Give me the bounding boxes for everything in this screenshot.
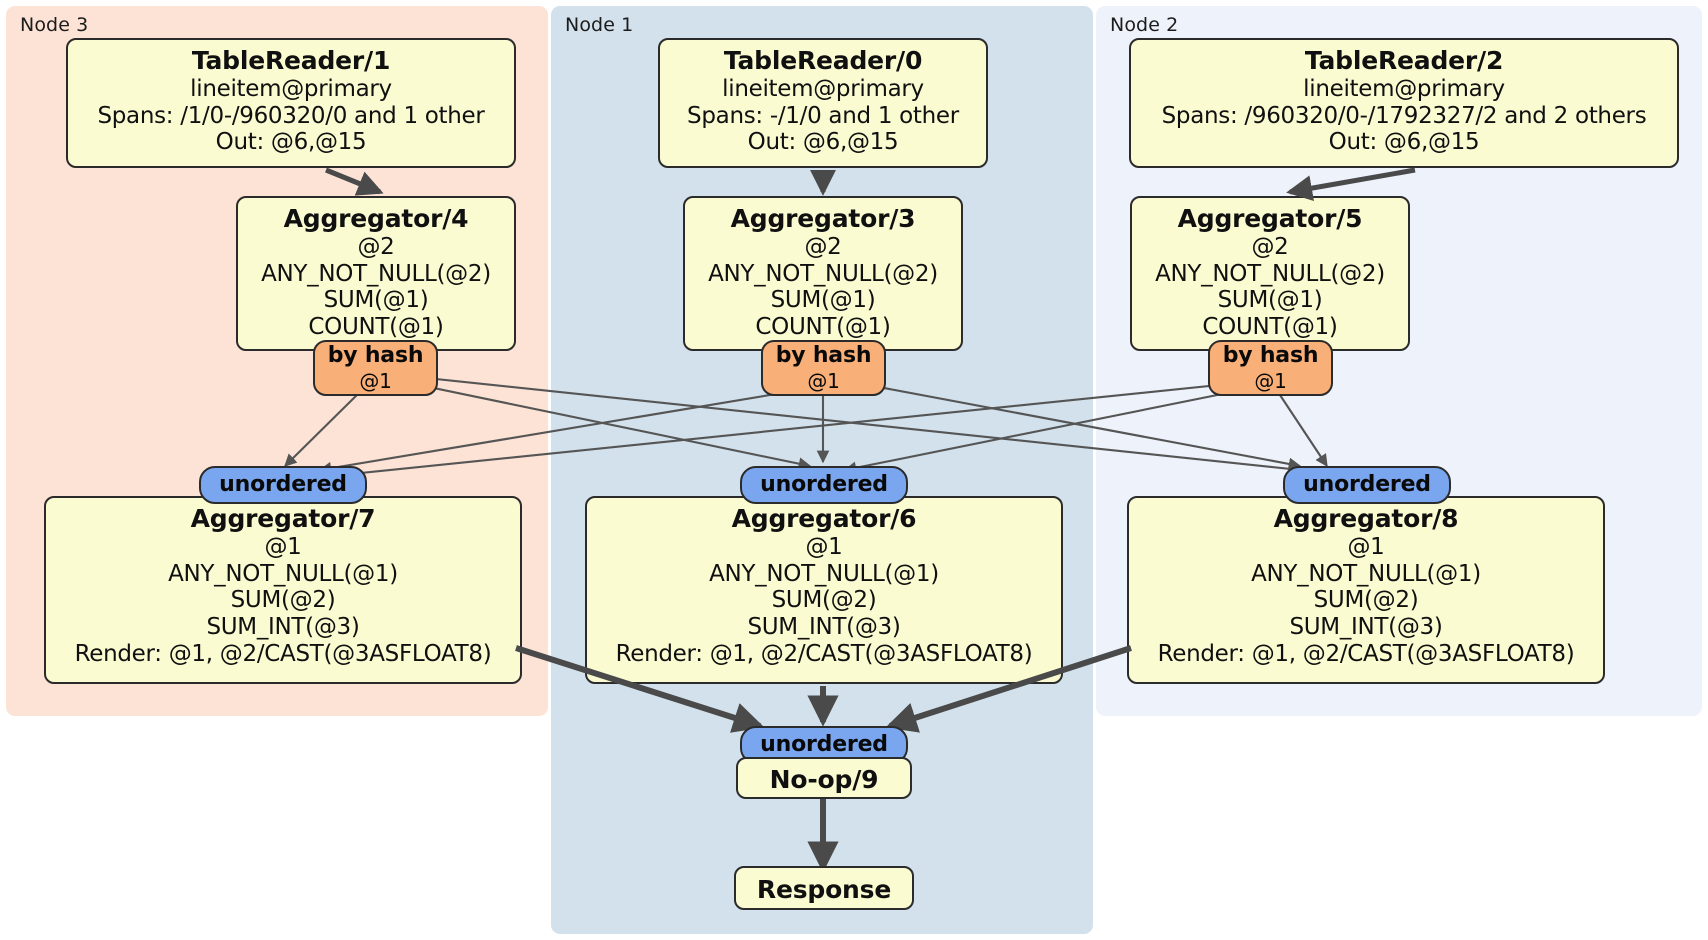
- processor-line-groupcol: @1: [805, 534, 843, 560]
- processor-tablereader-2[interactable]: TableReader/2 lineitem@primary Spans: /9…: [1129, 38, 1679, 168]
- processor-title: No-op/9: [769, 764, 879, 794]
- processor-line-spans: Spans: /1/0-/960320/0 and 1 other: [97, 102, 485, 129]
- synchronizer-label: unordered: [219, 471, 347, 497]
- processor-line-agg-1: SUM(@2): [230, 587, 336, 614]
- processor-line-agg-0: ANY_NOT_NULL(@2): [708, 260, 938, 287]
- processor-line-agg-1: SUM(@2): [771, 587, 877, 614]
- processor-title: Aggregator/4: [283, 204, 469, 233]
- processor-title: Response: [756, 874, 892, 904]
- synchronizer-unordered-center[interactable]: unordered: [740, 466, 908, 504]
- router-column: @1: [1254, 368, 1287, 393]
- processor-line-spans: Spans: -/1/0 and 1 other: [687, 102, 959, 129]
- processor-line-groupcol: @2: [804, 234, 842, 260]
- processor-line-groupcol: @1: [264, 534, 302, 560]
- processor-aggregator-6[interactable]: Aggregator/6 @1 ANY_NOT_NULL(@1) SUM(@2)…: [585, 496, 1063, 684]
- processor-line-agg-1: SUM(@1): [1217, 287, 1323, 314]
- router-by-hash-left[interactable]: by hash @1: [313, 340, 438, 396]
- processor-line-table: lineitem@primary: [722, 76, 924, 102]
- processor-line-agg-2: COUNT(@1): [1202, 314, 1338, 341]
- processor-line-render: Render: @1, @2/CAST(@3ASFLOAT8): [1157, 640, 1575, 667]
- router-by-hash-right[interactable]: by hash @1: [1208, 340, 1333, 396]
- processor-title: Aggregator/7: [190, 504, 376, 533]
- processor-aggregator-4[interactable]: Aggregator/4 @2 ANY_NOT_NULL(@2) SUM(@1)…: [236, 196, 516, 351]
- synchronizer-label: unordered: [760, 471, 888, 497]
- processor-line-agg-2: SUM_INT(@3): [206, 614, 360, 641]
- node-panel-label-node2: Node 2: [1110, 14, 1179, 36]
- processor-line-agg-2: COUNT(@1): [755, 314, 891, 341]
- router-label: by hash: [327, 343, 424, 369]
- processor-line-agg-0: ANY_NOT_NULL(@1): [709, 560, 939, 587]
- processor-line-agg-1: SUM(@2): [1313, 587, 1419, 614]
- processor-line-agg-0: ANY_NOT_NULL(@1): [168, 560, 398, 587]
- router-label: by hash: [775, 343, 872, 369]
- node-panel-label-node3: Node 3: [20, 14, 89, 36]
- processor-line-spans: Spans: /960320/0-/1792327/2 and 2 others: [1161, 102, 1647, 129]
- processor-aggregator-5[interactable]: Aggregator/5 @2 ANY_NOT_NULL(@2) SUM(@1)…: [1130, 196, 1410, 351]
- processor-line-table: lineitem@primary: [190, 76, 392, 102]
- node-panel-label-node1: Node 1: [565, 14, 634, 36]
- processor-line-render: Render: @1, @2/CAST(@3ASFLOAT8): [74, 640, 492, 667]
- processor-title: Aggregator/3: [730, 204, 916, 233]
- processor-title: Aggregator/5: [1177, 204, 1363, 233]
- processor-line-agg-0: ANY_NOT_NULL(@1): [1251, 560, 1481, 587]
- processor-line-out: Out: @6,@15: [1328, 129, 1480, 156]
- processor-title: TableReader/2: [1304, 46, 1504, 75]
- router-label: by hash: [1222, 343, 1319, 369]
- processor-title: TableReader/1: [191, 46, 391, 75]
- processor-line-groupcol: @1: [1347, 534, 1385, 560]
- processor-line-groupcol: @2: [357, 234, 395, 260]
- processor-aggregator-7[interactable]: Aggregator/7 @1 ANY_NOT_NULL(@1) SUM(@2)…: [44, 496, 522, 684]
- router-by-hash-center[interactable]: by hash @1: [761, 340, 886, 396]
- processor-no-op-9[interactable]: No-op/9: [736, 757, 912, 799]
- processor-response[interactable]: Response: [734, 866, 914, 910]
- processor-aggregator-8[interactable]: Aggregator/8 @1 ANY_NOT_NULL(@1) SUM(@2)…: [1127, 496, 1605, 684]
- synchronizer-label: unordered: [1303, 471, 1431, 497]
- processor-line-agg-1: SUM(@1): [323, 287, 429, 314]
- router-column: @1: [359, 368, 392, 393]
- synchronizer-label: unordered: [760, 731, 888, 757]
- processor-line-table: lineitem@primary: [1303, 76, 1505, 102]
- processor-line-agg-2: SUM_INT(@3): [747, 614, 901, 641]
- processor-line-agg-0: ANY_NOT_NULL(@2): [1155, 260, 1385, 287]
- processor-aggregator-3[interactable]: Aggregator/3 @2 ANY_NOT_NULL(@2) SUM(@1)…: [683, 196, 963, 351]
- processor-line-render: Render: @1, @2/CAST(@3ASFLOAT8): [615, 640, 1033, 667]
- processor-line-agg-0: ANY_NOT_NULL(@2): [261, 260, 491, 287]
- synchronizer-unordered-left[interactable]: unordered: [199, 466, 367, 504]
- processor-title: TableReader/0: [723, 46, 923, 75]
- processor-tablereader-0[interactable]: TableReader/0 lineitem@primary Spans: -/…: [658, 38, 988, 168]
- router-column: @1: [807, 368, 840, 393]
- processor-line-agg-2: COUNT(@1): [308, 314, 444, 341]
- processor-line-groupcol: @2: [1251, 234, 1289, 260]
- processor-line-out: Out: @6,@15: [215, 129, 367, 156]
- processor-tablereader-1[interactable]: TableReader/1 lineitem@primary Spans: /1…: [66, 38, 516, 168]
- processor-title: Aggregator/6: [731, 504, 917, 533]
- processor-line-agg-1: SUM(@1): [770, 287, 876, 314]
- synchronizer-unordered-right[interactable]: unordered: [1283, 466, 1451, 504]
- processor-line-out: Out: @6,@15: [747, 129, 899, 156]
- processor-title: Aggregator/8: [1273, 504, 1459, 533]
- processor-line-agg-2: SUM_INT(@3): [1289, 614, 1443, 641]
